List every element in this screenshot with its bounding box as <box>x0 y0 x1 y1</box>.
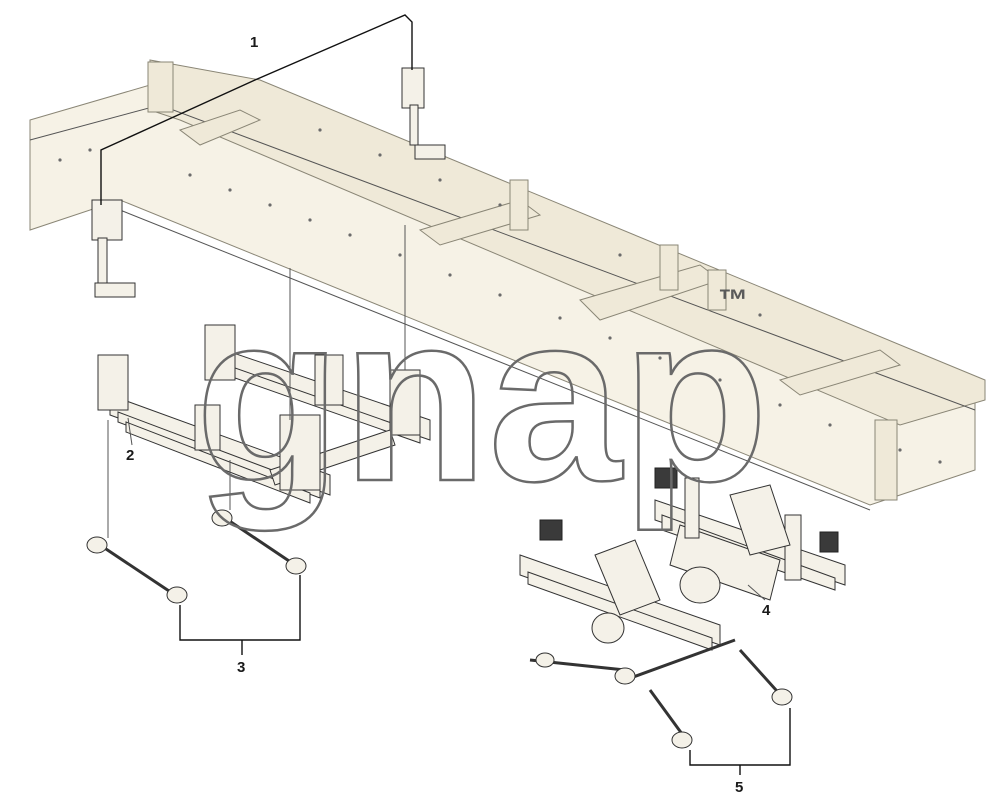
bracket-stub-4 <box>707 269 727 311</box>
spring-seat-pad-3 <box>819 531 839 553</box>
part-2-front-leaf-springs <box>97 324 431 504</box>
shock-mount-upper-left <box>91 199 123 241</box>
chassis-frame <box>29 59 986 511</box>
spring-clamp-left <box>194 404 221 451</box>
side-bracket-right <box>784 514 802 581</box>
shock-mount-lower-right <box>414 144 446 160</box>
leaf-spring-left-low <box>125 421 311 504</box>
frame-lower-line <box>119 209 871 511</box>
cross-member-1 <box>178 109 262 146</box>
callout-5: 5 <box>735 779 743 796</box>
bracket-stub-1 <box>147 61 174 113</box>
torque-rod-right <box>224 516 296 567</box>
rear-rod-bushing-2 <box>614 667 636 685</box>
leader-4 <box>747 584 766 601</box>
spring-hanger-front-left <box>97 354 129 411</box>
shock-mount-upper-right <box>401 67 425 109</box>
watermark-text: gnap <box>195 263 768 531</box>
spring-seat-pad-2 <box>654 467 678 489</box>
torque-rod-bushing-r1 <box>211 509 233 527</box>
torque-rod-bushing-l2 <box>166 586 188 604</box>
callout-3: 3 <box>237 659 245 676</box>
leaf-spring-left-mid <box>117 411 321 499</box>
spring-hanger-front-right <box>204 324 236 381</box>
spring-clamp-rear-left <box>594 539 661 616</box>
rear-rod-bushing-3 <box>671 731 693 749</box>
rear-rod-bushing-1 <box>535 652 555 668</box>
shock-mount-lower-left <box>94 282 136 298</box>
leader-2 <box>127 417 133 446</box>
rear-torque-rod-2 <box>624 638 736 682</box>
spring-seat-pad-1 <box>539 519 563 541</box>
part-5-rear-torque-rods <box>529 638 793 749</box>
part-4-rear-balancer-suspension <box>519 467 846 651</box>
leader-lines <box>100 14 791 775</box>
bracket-stub-5 <box>874 419 898 501</box>
torque-rod-bushing-r2 <box>285 557 307 575</box>
side-bracket-left <box>684 477 700 539</box>
torque-rod-left <box>99 543 176 597</box>
callout-4: 4 <box>762 602 771 619</box>
rear-rod-bushing-4 <box>771 688 793 706</box>
torque-rod-bushing-l1 <box>86 536 108 554</box>
watermark-logo: gnap ™ <box>194 262 770 533</box>
callout-2: 2 <box>126 447 134 464</box>
bracket-stub-2 <box>509 179 529 231</box>
bracket-stub-3 <box>659 244 679 291</box>
watermark-tm: ™ <box>718 284 748 317</box>
knuckle-right <box>279 414 321 491</box>
callout-labels: 1 2 3 4 5 <box>126 34 771 796</box>
leader-5 <box>689 708 791 766</box>
balancer-hub <box>679 566 721 604</box>
callout-1: 1 <box>250 34 258 51</box>
cross-member-4 <box>778 349 902 396</box>
shock-body-right <box>409 104 419 146</box>
spring-clamp-right <box>314 354 344 406</box>
axle-hub-rear <box>591 612 625 644</box>
balancer-bracket <box>669 524 781 601</box>
shock-body-left <box>97 237 108 284</box>
part-1-shock-absorbers <box>91 67 446 298</box>
frame-bolt-holes <box>58 128 942 464</box>
rear-torque-rod-3 <box>648 689 687 739</box>
spring-clamp-rear-right <box>729 484 791 556</box>
leader-3 <box>179 575 301 641</box>
spring-hanger-rear-right <box>389 369 421 436</box>
part-3-front-torque-rods <box>86 509 307 604</box>
leader-1 <box>100 14 413 205</box>
